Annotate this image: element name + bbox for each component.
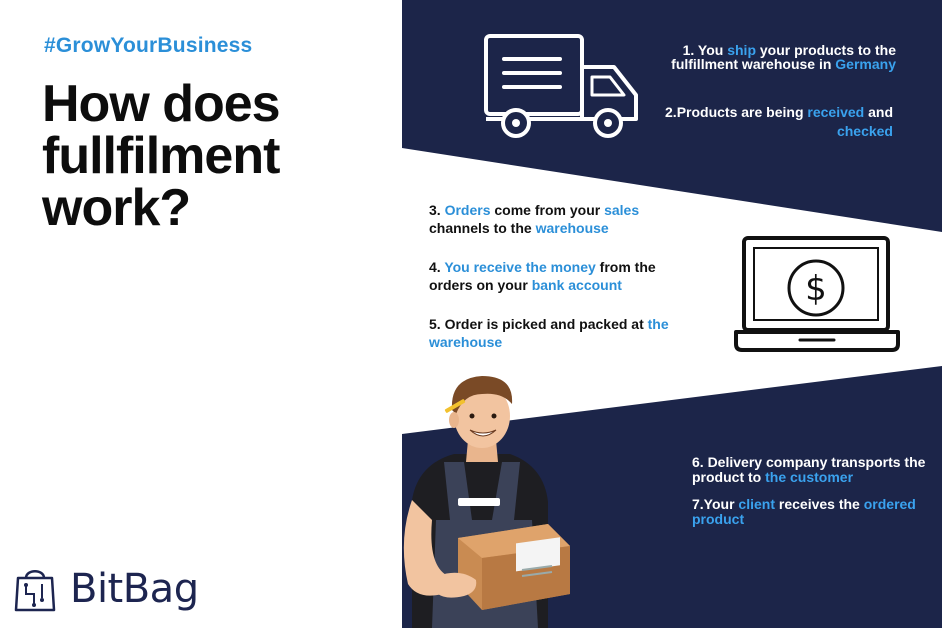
highlight-text: ordered product: [692, 496, 916, 527]
shopping-bag-circuit-icon: [14, 570, 56, 612]
step-text-segment: and: [864, 104, 893, 120]
highlight-text: Orders: [444, 202, 491, 218]
step-7-text: 7.Your client receives the ordered produ…: [692, 497, 942, 527]
step-1-text: 1. You ship your products to the fulfill…: [666, 43, 896, 71]
page-title: How does fullfilment work?: [42, 78, 382, 234]
highlight-text: ship: [727, 42, 756, 58]
highlight-text: the warehouse: [429, 316, 669, 350]
laptop-dollar-icon: $: [734, 236, 900, 352]
highlight-text: sales: [604, 202, 640, 218]
highlight-text: client: [738, 496, 775, 512]
svg-text:$: $: [805, 269, 827, 309]
step-5-text: 5. Order is picked and packed at the war…: [429, 315, 709, 351]
title-line-1: How does: [42, 75, 281, 133]
step-text-segment: your products to the fulfillment warehou…: [671, 42, 896, 72]
step-text-segment: 7.Your: [692, 496, 739, 512]
step-4-text: 4. You receive the money from the orders…: [429, 258, 699, 294]
step-6-text: 6. Delivery company transports the produ…: [692, 455, 942, 485]
step-text-segment: 2.Products are being: [665, 104, 808, 120]
hashtag: #GrowYourBusiness: [44, 34, 253, 57]
step-text-segment: 1. You: [682, 42, 728, 58]
step-text-segment: 6. Delivery company transports the produ…: [692, 454, 926, 485]
brand-logo: BitBag: [14, 562, 214, 614]
step-2-text: 2.Products are being received and checke…: [663, 103, 893, 141]
highlight-text: received: [807, 104, 865, 120]
highlight-text: warehouse: [535, 220, 609, 236]
highlight-text: the customer: [765, 469, 854, 485]
title-line-3: work?: [42, 179, 191, 237]
step-text-segment: receives the: [775, 496, 864, 512]
step-text-segment: 4.: [429, 259, 445, 275]
highlight-text: bank account: [531, 277, 622, 293]
step-3-text: 3. Orders come from your sales channels …: [429, 201, 699, 237]
step-text-segment: 5. Order is picked and packed at: [429, 316, 648, 332]
highlight-text: You receive the money: [444, 259, 596, 275]
step-text-segment: come from your: [490, 202, 605, 218]
highlight-text: Germany: [835, 56, 896, 72]
delivery-worker-illustration: [403, 376, 570, 628]
brand-name: BitBag: [70, 566, 199, 612]
step-text-segment: 3.: [429, 202, 445, 218]
step-text-segment: channels to the: [429, 220, 536, 236]
delivery-truck-icon: [484, 34, 638, 138]
step-text-segment: from the orders on your: [429, 259, 656, 293]
title-line-2: fullfilment: [42, 127, 280, 185]
highlight-text: checked: [836, 123, 893, 139]
